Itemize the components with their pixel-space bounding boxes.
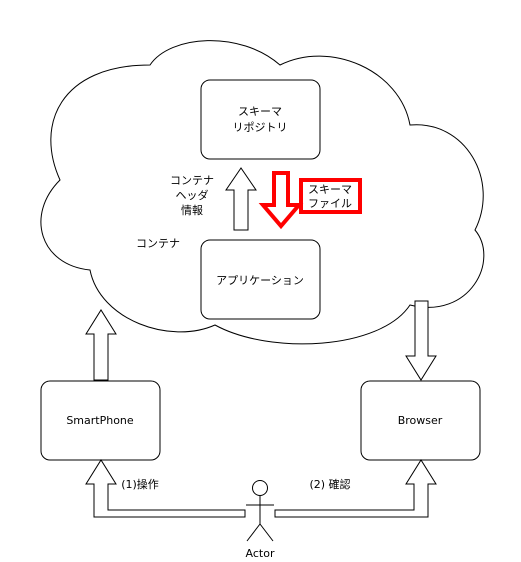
header-label-line1: コンテナ	[170, 174, 214, 187]
schema-file-highlight	[299, 178, 362, 214]
smartphone-label: SmartPhone	[66, 414, 134, 427]
actor-label: Actor	[246, 547, 275, 560]
header-label-line2: ヘッダ	[176, 188, 209, 202]
schema-repository-label-line2: リポジトリ	[233, 121, 288, 134]
header-label-line3: 情報	[181, 204, 203, 217]
smartphone-node[interactable]: SmartPhone	[40, 380, 161, 461]
confirm-arrow	[274, 459, 437, 518]
operation-arrow	[85, 459, 246, 518]
actor-figure[interactable]	[246, 480, 274, 542]
confirm-label: (2) 確認	[309, 477, 350, 491]
cloud-to-browser-arrow	[405, 300, 437, 381]
schema-file-arrow	[258, 171, 304, 230]
header-info-arrow	[225, 167, 257, 231]
container-cloud	[40, 40, 485, 345]
schema-file-label-line1: スキーマ	[308, 183, 352, 196]
application-label: アプリケーション	[216, 274, 304, 287]
schema-file-label-line2: ファイル	[308, 197, 352, 210]
cloud-label: コンテナ	[136, 237, 180, 250]
actor-head-icon	[252, 480, 268, 496]
smartphone-to-cloud-arrow	[85, 309, 117, 381]
schema-repository-label-line1: スキーマ	[238, 105, 282, 118]
operation-label: (1)操作	[121, 477, 159, 491]
browser-node[interactable]: Browser	[360, 380, 481, 461]
application-node[interactable]: アプリケーション	[200, 239, 321, 320]
schema-repository-node[interactable]: スキーマ リポジトリ	[200, 79, 321, 160]
browser-label: Browser	[398, 414, 443, 427]
